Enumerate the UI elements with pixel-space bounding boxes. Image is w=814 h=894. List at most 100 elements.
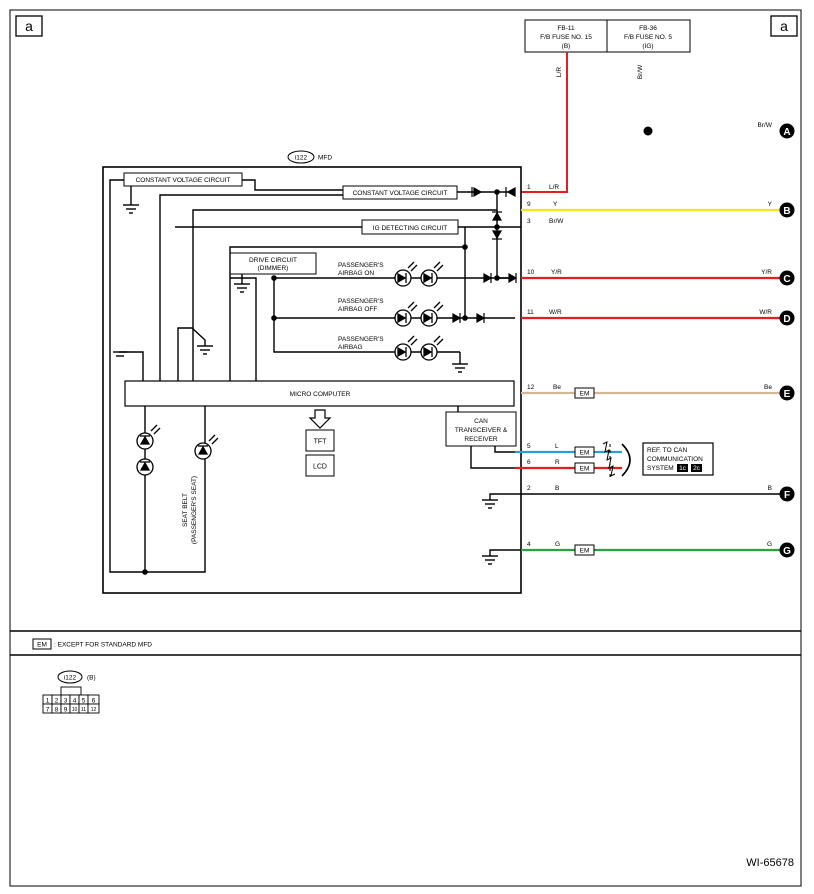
airbag-off-label-1: PASSENGER'S: [338, 298, 384, 305]
mfd-module-box: [102, 166, 522, 594]
wire-fuse-15: [521, 52, 568, 193]
pin-4: 4: [527, 541, 531, 548]
pin-9-wire: Y: [553, 201, 558, 208]
terminal-a-letter: A: [783, 127, 790, 138]
pin-5: 5: [527, 443, 531, 450]
em-label-pin-6: EM: [580, 466, 590, 473]
diodes: [452, 186, 518, 324]
pin-5-wire: L: [555, 443, 559, 450]
terminal-d: D: [783, 314, 790, 325]
em-label-pin-5: EM: [580, 450, 590, 457]
fuse-1-source: (B): [562, 43, 571, 50]
ig-detecting-label: IG DETECTING CIRCUIT: [373, 225, 447, 232]
figure-id: WI-65678: [746, 857, 794, 869]
output-arrow: [308, 409, 332, 429]
conn-cell-3: 3: [64, 698, 68, 705]
lcd-box: [305, 454, 335, 477]
em-label-pin-4: EM: [580, 548, 590, 555]
can-label-3: RECEIVER: [464, 436, 498, 443]
conn-cell-10: 10: [72, 707, 78, 713]
can-ref-badge-2: 2c: [693, 465, 701, 472]
conn-cell-7: 7: [46, 707, 50, 714]
legend-em-badge: [32, 638, 52, 650]
terminal-a-wire: Br/W: [758, 122, 773, 129]
can-ref-line-2: COMMUNICATION: [647, 456, 703, 463]
can-ref-badge-2-box: [691, 464, 702, 472]
terminal-g: G: [783, 546, 791, 557]
can-label-2: TRANSCEIVER &: [455, 427, 508, 434]
conn-cell-9: 9: [64, 707, 68, 714]
can-label-1: CAN: [474, 418, 488, 425]
micro-computer-label: MICRO COMPUTER: [290, 391, 351, 398]
pin-3: 3: [527, 218, 531, 225]
airbag-label-2: AIRBAG: [338, 344, 363, 351]
em-label-pin-12: EM: [580, 391, 590, 398]
terminal-circles: [779, 202, 795, 558]
conn-cell-2: 2: [55, 698, 59, 705]
corner-box-right: [770, 15, 798, 37]
connector-view-cells: [42, 686, 100, 714]
conn-cell-6: 6: [92, 698, 96, 705]
conn-cell-4: 4: [73, 698, 77, 705]
pin-6: 6: [527, 459, 531, 466]
pin-4-wire: G: [555, 541, 560, 548]
pin-12-wire: Be: [553, 384, 561, 391]
connector-view-id: i122: [64, 675, 77, 682]
airbag-label-1: PASSENGER'S: [338, 336, 384, 343]
can-transceiver: [445, 411, 517, 447]
fuse-2-name: F/B FUSE NO. 5: [624, 34, 672, 41]
can-break-mark: [602, 441, 616, 478]
corner-label-right: a: [780, 18, 788, 34]
fuse-2-wire-label: Br/W: [637, 64, 644, 79]
end-wire-d: W/R: [759, 309, 772, 316]
mfd-connector-id: i122: [295, 155, 308, 162]
airbag-on-label-1: PASSENGER'S: [338, 262, 384, 269]
pin-2-wire: B: [555, 485, 559, 492]
seat-belt-label-1: SEAT BELT: [182, 493, 189, 527]
conn-cell-12: 12: [91, 707, 97, 713]
pin-6-wire: R: [555, 459, 560, 466]
constant-voltage-1-label: CONSTANT VOLTAGE CIRCUIT: [136, 177, 231, 184]
drive-circuit-label-2: (DIMMER): [258, 265, 289, 272]
end-wire-b: Y: [768, 201, 773, 208]
terminal-c: C: [783, 274, 790, 285]
fuse-2-id: FB-36: [639, 25, 657, 32]
legend-em-label: EM: [37, 642, 47, 649]
pin-11: 11: [527, 309, 534, 316]
conn-cell-1: 1: [46, 698, 50, 705]
conn-cell-8: 8: [55, 707, 59, 714]
constant-voltage-2-label: CONSTANT VOLTAGE CIRCUIT: [353, 190, 448, 197]
lcd-label: LCD: [313, 464, 327, 471]
fuse-1-id: FB-11: [557, 25, 575, 32]
end-wire-e: Be: [764, 384, 772, 391]
conn-cell-11: 11: [81, 707, 86, 713]
page-frame: [9, 9, 802, 887]
terminal-e: E: [784, 389, 791, 400]
pin-9: 9: [527, 201, 531, 208]
pin-2: 2: [527, 485, 531, 492]
connector-view-badge: [57, 670, 83, 684]
pin-1-wire: L/R: [549, 184, 559, 191]
pin-12: 12: [527, 384, 535, 391]
legend-text: : EXCEPT FOR STANDARD MFD: [54, 642, 152, 649]
splice-dot: [643, 126, 653, 136]
can-bracket: [621, 443, 631, 477]
conn-cell-5: 5: [82, 698, 86, 705]
pin-3-wire: Br/W: [549, 218, 564, 225]
micro-computer: [124, 380, 515, 407]
pin-1: 1: [527, 184, 531, 191]
corner-box-left: [15, 15, 43, 37]
em-markers: [574, 387, 595, 556]
can-ref-badge-1-box: [677, 464, 688, 472]
mfd-connector-badge: [287, 150, 315, 164]
airbag-indicator-lamps: [136, 261, 444, 476]
fuse-2-source: (IG): [642, 43, 653, 50]
airbag-on-label-2: AIRBAG ON: [338, 270, 374, 277]
corner-label-left: a: [25, 18, 33, 34]
end-wire-c: Y/R: [761, 269, 772, 276]
seat-belt-label-2: (PASSENGER'S SEAT): [191, 476, 198, 544]
can-ref-badge-1: 1c: [679, 465, 687, 472]
internal-wiring: [109, 179, 521, 573]
pin-11-wire: W/R: [549, 309, 562, 316]
